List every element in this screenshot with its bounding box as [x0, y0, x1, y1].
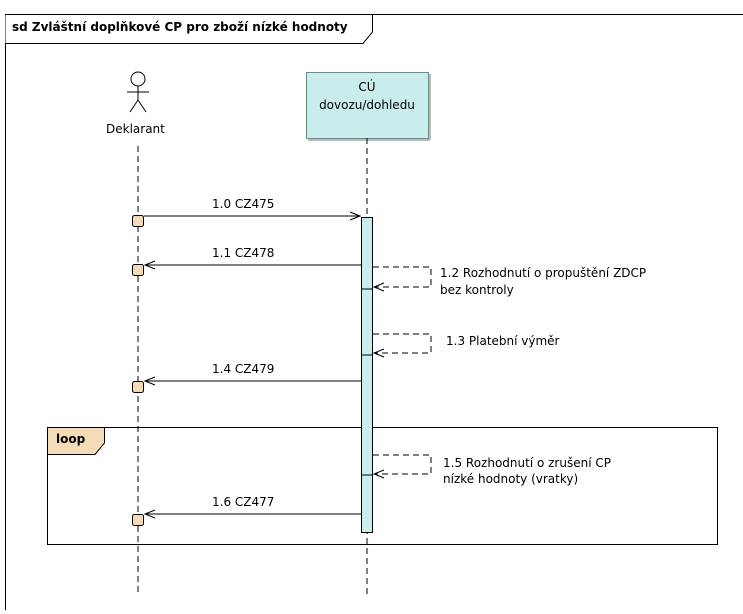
message-1-2-label-line2: bez kontroly [440, 283, 514, 297]
message-1-3-label: 1.3 Platební výměr [446, 334, 560, 348]
actor-activation [133, 382, 144, 393]
message-1-5-label-line1: 1.5 Rozhodnutí o zrušení CP [443, 456, 611, 470]
actor-activation [133, 265, 144, 276]
loop-operator-label: loop [56, 432, 85, 446]
message-1-3-self-arrow [373, 334, 431, 353]
system-activation [362, 218, 373, 533]
frame-title: sd Zvláštní doplňkové CP pro zboží nízké… [12, 20, 348, 34]
system-label-line1: CÚ [306, 78, 428, 96]
loop-fragment [48, 428, 718, 545]
message-1-5-self-arrow [373, 455, 431, 474]
message-1-2-label-line1: 1.2 Rozhodnutí o propuštění ZDCP [440, 266, 646, 280]
actor-label: Deklarant [106, 122, 165, 136]
system-label-line2: dovozu/dohledu [306, 96, 428, 114]
system-lifeline-label: CÚ dovozu/dohledu [306, 72, 428, 138]
message-1-6-label: 1.6 CZ477 [212, 495, 274, 509]
actor-activation [133, 515, 144, 526]
message-1-2-self-arrow [373, 267, 431, 287]
message-1-4-label: 1.4 CZ479 [212, 362, 274, 376]
actor-icon [127, 72, 149, 112]
actor-activation [133, 216, 144, 227]
message-1-1-label: 1.1 CZ478 [212, 246, 274, 260]
message-1-5-label-line2: nízké hodnoty (vratky) [443, 472, 578, 486]
message-1-0-label: 1.0 CZ475 [212, 197, 274, 211]
